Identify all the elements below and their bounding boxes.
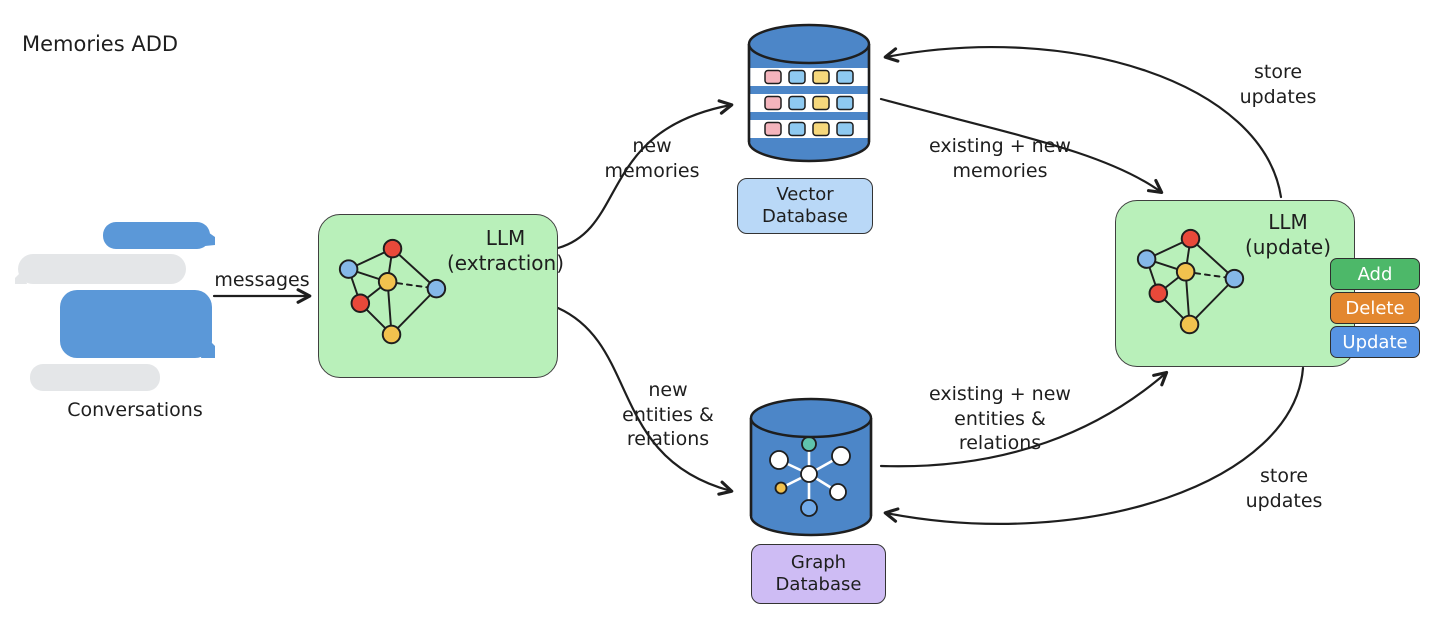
network-icon: [338, 238, 447, 345]
vector-db-label: Vector Database: [762, 183, 848, 228]
edge-label-existing-new-entities-relations: existing + new entities & relations: [929, 383, 1071, 455]
edge-label-new-entities-relations: new entities & relations: [622, 379, 714, 451]
action-chip-delete: Delete: [1330, 292, 1420, 324]
edge-label-new-memories: new memories: [604, 135, 700, 182]
edge-label-store-updates-bottom: store updates: [1245, 465, 1323, 512]
action-chip-update: Update: [1330, 326, 1420, 358]
edge-label-messages: messages: [214, 269, 310, 291]
edge-label-store-updates-top: store updates: [1239, 61, 1317, 108]
vector-db-label-box: Vector Database: [737, 178, 873, 234]
action-chip-add: Add: [1330, 258, 1420, 290]
edge-label-existing-new-memories: existing + new memories: [929, 135, 1071, 182]
llm-update-label: LLM (update): [1244, 210, 1332, 259]
graph-database-icon: [749, 397, 873, 537]
vector-database-icon: [747, 23, 871, 163]
llm-extraction-label: LLM (extraction): [446, 226, 565, 275]
graph-db-label: Graph Database: [775, 551, 862, 596]
diagram-title: Memories ADD: [22, 32, 179, 56]
graph-db-label-box: Graph Database: [751, 544, 886, 604]
network-icon: [1136, 228, 1245, 335]
conversations-label: Conversations: [67, 399, 203, 421]
conversations-icon: [15, 222, 215, 391]
